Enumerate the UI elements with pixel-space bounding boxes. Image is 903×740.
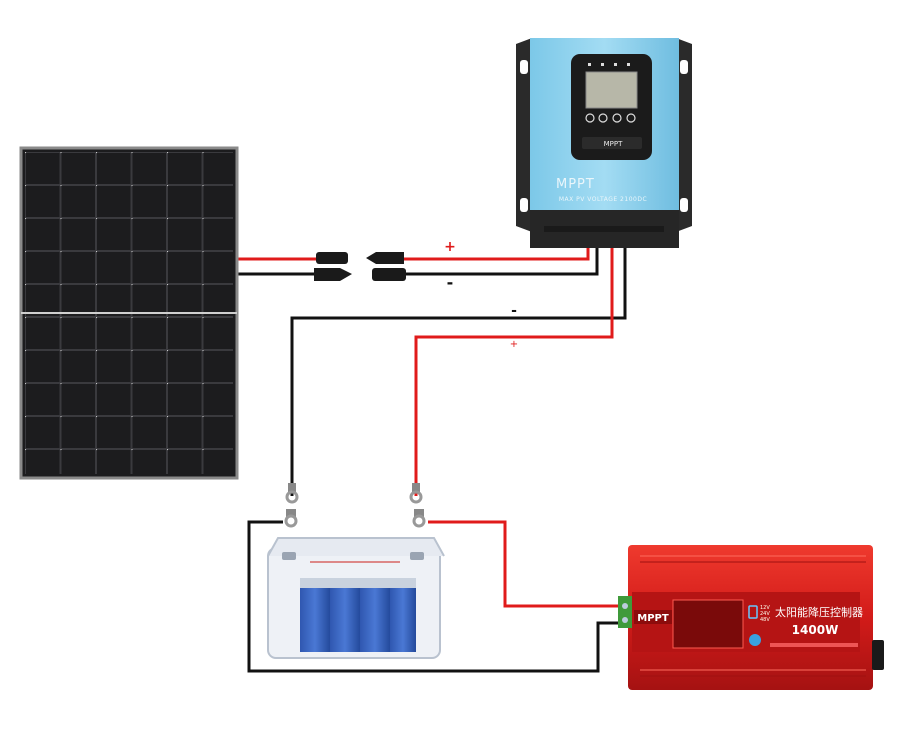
- battery-pack: [267, 537, 445, 659]
- ring-terminal-positive: [409, 483, 426, 528]
- solar-panel: [19, 146, 239, 480]
- svg-text:12V: 12V: [760, 605, 770, 611]
- ring-terminal-negative: [284, 483, 299, 528]
- inverter-power: 1400W: [792, 623, 839, 637]
- input-terminal-block: [618, 596, 632, 628]
- inverter-brand: MPPT: [637, 613, 669, 624]
- controller-max-voltage: MAX PV VOLTAGE 2100DC: [559, 196, 647, 203]
- lcd-screen: [585, 71, 638, 109]
- inverter-title: 太阳能降压控制器: [775, 605, 863, 619]
- pv-positive-wire: [236, 246, 590, 261]
- battery-negative-label: -: [511, 303, 517, 319]
- wires: [236, 246, 627, 673]
- control-buttons: [585, 113, 636, 123]
- battery-positive-label: +: [510, 339, 518, 350]
- controller-brand: MPPT: [556, 177, 595, 192]
- inverter-negative-wire: [247, 520, 625, 673]
- power-button-icon: [585, 113, 595, 123]
- status-leds: [588, 63, 630, 66]
- mode-indicator-icon: [748, 605, 758, 619]
- battery-positive-wire: [414, 246, 614, 496]
- screen-badge: MPPT: [604, 140, 623, 148]
- down-button-icon: [612, 113, 622, 123]
- up-button-icon: [598, 113, 608, 123]
- svg-text:48V: 48V: [760, 617, 770, 623]
- step-down-controller-unit: MPPT 12V 24V 48V 太阳能降压控制器 1400W: [618, 545, 884, 690]
- pv-negative-wire: [236, 246, 599, 276]
- inverter-positive-wire: [428, 520, 625, 608]
- mc4-male-connector: [314, 252, 352, 281]
- output-socket: [872, 640, 884, 670]
- mppt-charge-controller: MPPT MPPT MAX PV VOLTAGE 2100DC: [516, 38, 692, 248]
- set-button-icon: [626, 113, 636, 123]
- svg-text:24V: 24V: [760, 611, 770, 617]
- battery-negative-wire: [290, 246, 627, 496]
- pv-negative-label: -: [447, 273, 454, 292]
- voltage-options: 12V 24V 48V: [760, 605, 770, 623]
- inverter-display: [672, 599, 744, 649]
- ring-terminals: [284, 483, 426, 528]
- set-button-icon: [749, 634, 761, 646]
- pv-positive-label: +: [444, 239, 456, 255]
- mc4-connectors: [314, 252, 406, 281]
- mc4-female-connector: [366, 252, 406, 281]
